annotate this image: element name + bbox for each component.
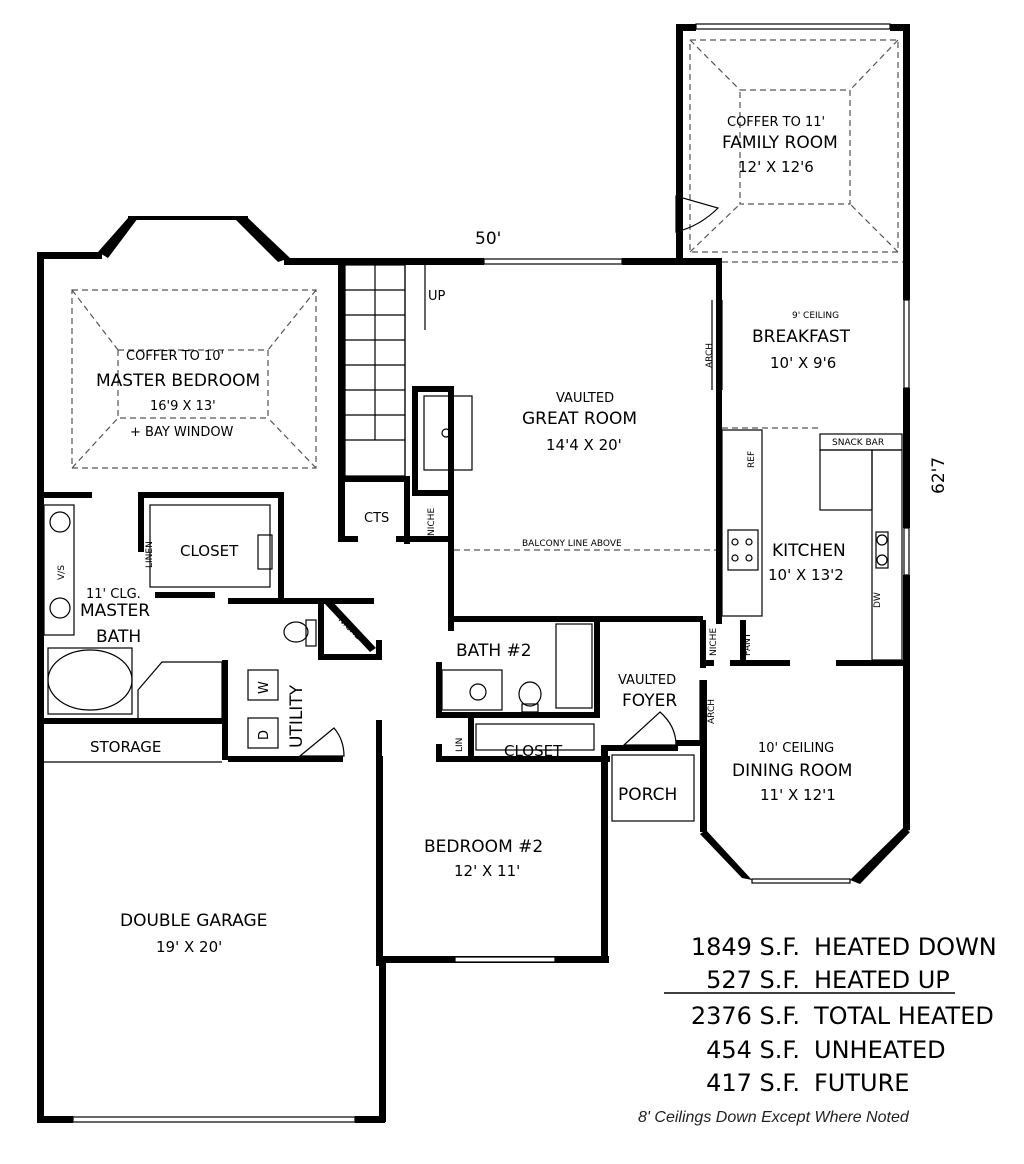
snack-bar-label: SNACK BAR [832,438,884,448]
niche-label-great: NICHE [427,508,437,536]
master-bath-name: MASTER [80,601,150,621]
utility-name: UTILITY [287,684,307,748]
dining-note: 10' CEILING [758,741,834,756]
dw-label: DW [873,592,883,608]
sf-value: 527 S.F. [706,966,800,994]
master-bedroom-name: MASTER BEDROOM [96,371,260,391]
garage-name: DOUBLE GARAGE [120,911,267,931]
family-room-size: 12' X 12'6 [738,158,814,176]
foyer-name: FOYER [622,691,677,711]
breakfast-size: 10' X 9'6 [770,354,836,372]
washer-label: W [257,681,272,694]
family-room-name: FAMILY ROOM [722,133,838,153]
great-room-name: GREAT ROOM [522,409,637,429]
balcony-line-label: BALCONY LINE ABOVE [522,539,622,549]
sf-label: HEATED DOWN [814,933,997,961]
stairs-up-label: UP [428,289,446,304]
master-bath-name2: BATH [96,627,141,647]
master-closet-name: CLOSET [180,542,239,560]
exterior-walls [37,24,910,1123]
breakfast-name: BREAKFAST [752,327,851,347]
width-dimension: 50' [475,229,501,249]
bedroom2-size: 12' X 11' [454,862,520,880]
kitchen-name: KITCHEN [772,541,846,561]
dining-size: 11' X 12'1 [760,786,836,804]
cts-label: CTS [364,511,389,526]
bath2-name: BATH #2 [456,641,532,661]
niche-label-kitchen: NICHE [709,628,719,656]
foyer-arch-label: ARCH [707,699,717,724]
windows [72,23,910,1123]
lin-label: LIN [455,738,465,752]
ceiling-note: 8' Ceilings Down Except Where Noted [638,1109,910,1126]
sf-label: UNHEATED [814,1036,946,1064]
pant-label: PANT [743,632,753,656]
sf-label: TOTAL HEATED [813,1002,994,1030]
garage-size: 19' X 20' [156,938,222,956]
closet2-name: CLOSET [504,742,563,760]
sf-value: 417 S.F. [706,1069,800,1097]
great-room-note: VAULTED [556,391,614,406]
sf-value: 1849 S.F. [691,933,800,961]
sf-value: 454 S.F. [706,1036,800,1064]
family-room-note: COFFER TO 11' [727,115,825,130]
sf-label: FUTURE [814,1069,909,1097]
sf-label: HEATED UP [814,966,950,994]
kitchen-size: 10' X 13'2 [768,566,844,584]
porch-name: PORCH [618,785,677,805]
great-room-size: 14'4 X 20' [546,436,622,454]
dining-name: DINING ROOM [732,761,852,781]
bedroom2-name: BEDROOM #2 [424,837,543,857]
storage-name: STORAGE [90,738,161,756]
breakfast-note: 9' CEILING [792,311,839,321]
sf-value: 2376 S.F. [691,1002,800,1030]
detail-lines [43,39,903,822]
vs-label: V/S [57,565,67,580]
great-room-arch-label: ARCH [705,343,715,368]
master-bedroom-size: 16'9 X 13' [150,399,216,414]
labels: 50' 62'7 COFFER TO 11' FAMILY ROOM 12' X… [57,115,949,956]
depth-dimension: 62'7 [929,457,949,494]
dryer-label: D [257,730,272,740]
linen-label: LINEN [145,541,155,568]
master-bedroom-extra: + BAY WINDOW [130,425,234,440]
square-footage-table: 1849 S.F. HEATED DOWN 527 S.F. HEATED UP… [638,933,997,1126]
stair-treads [345,289,405,441]
interior-walls [44,262,906,966]
master-bedroom-note: COFFER TO 10' [126,349,224,364]
ref-label: REF [747,451,757,468]
master-bath-note: 11' CLG. [86,587,141,602]
foyer-note: VAULTED [618,673,676,688]
niche-label-bath: NICHE [336,615,363,642]
